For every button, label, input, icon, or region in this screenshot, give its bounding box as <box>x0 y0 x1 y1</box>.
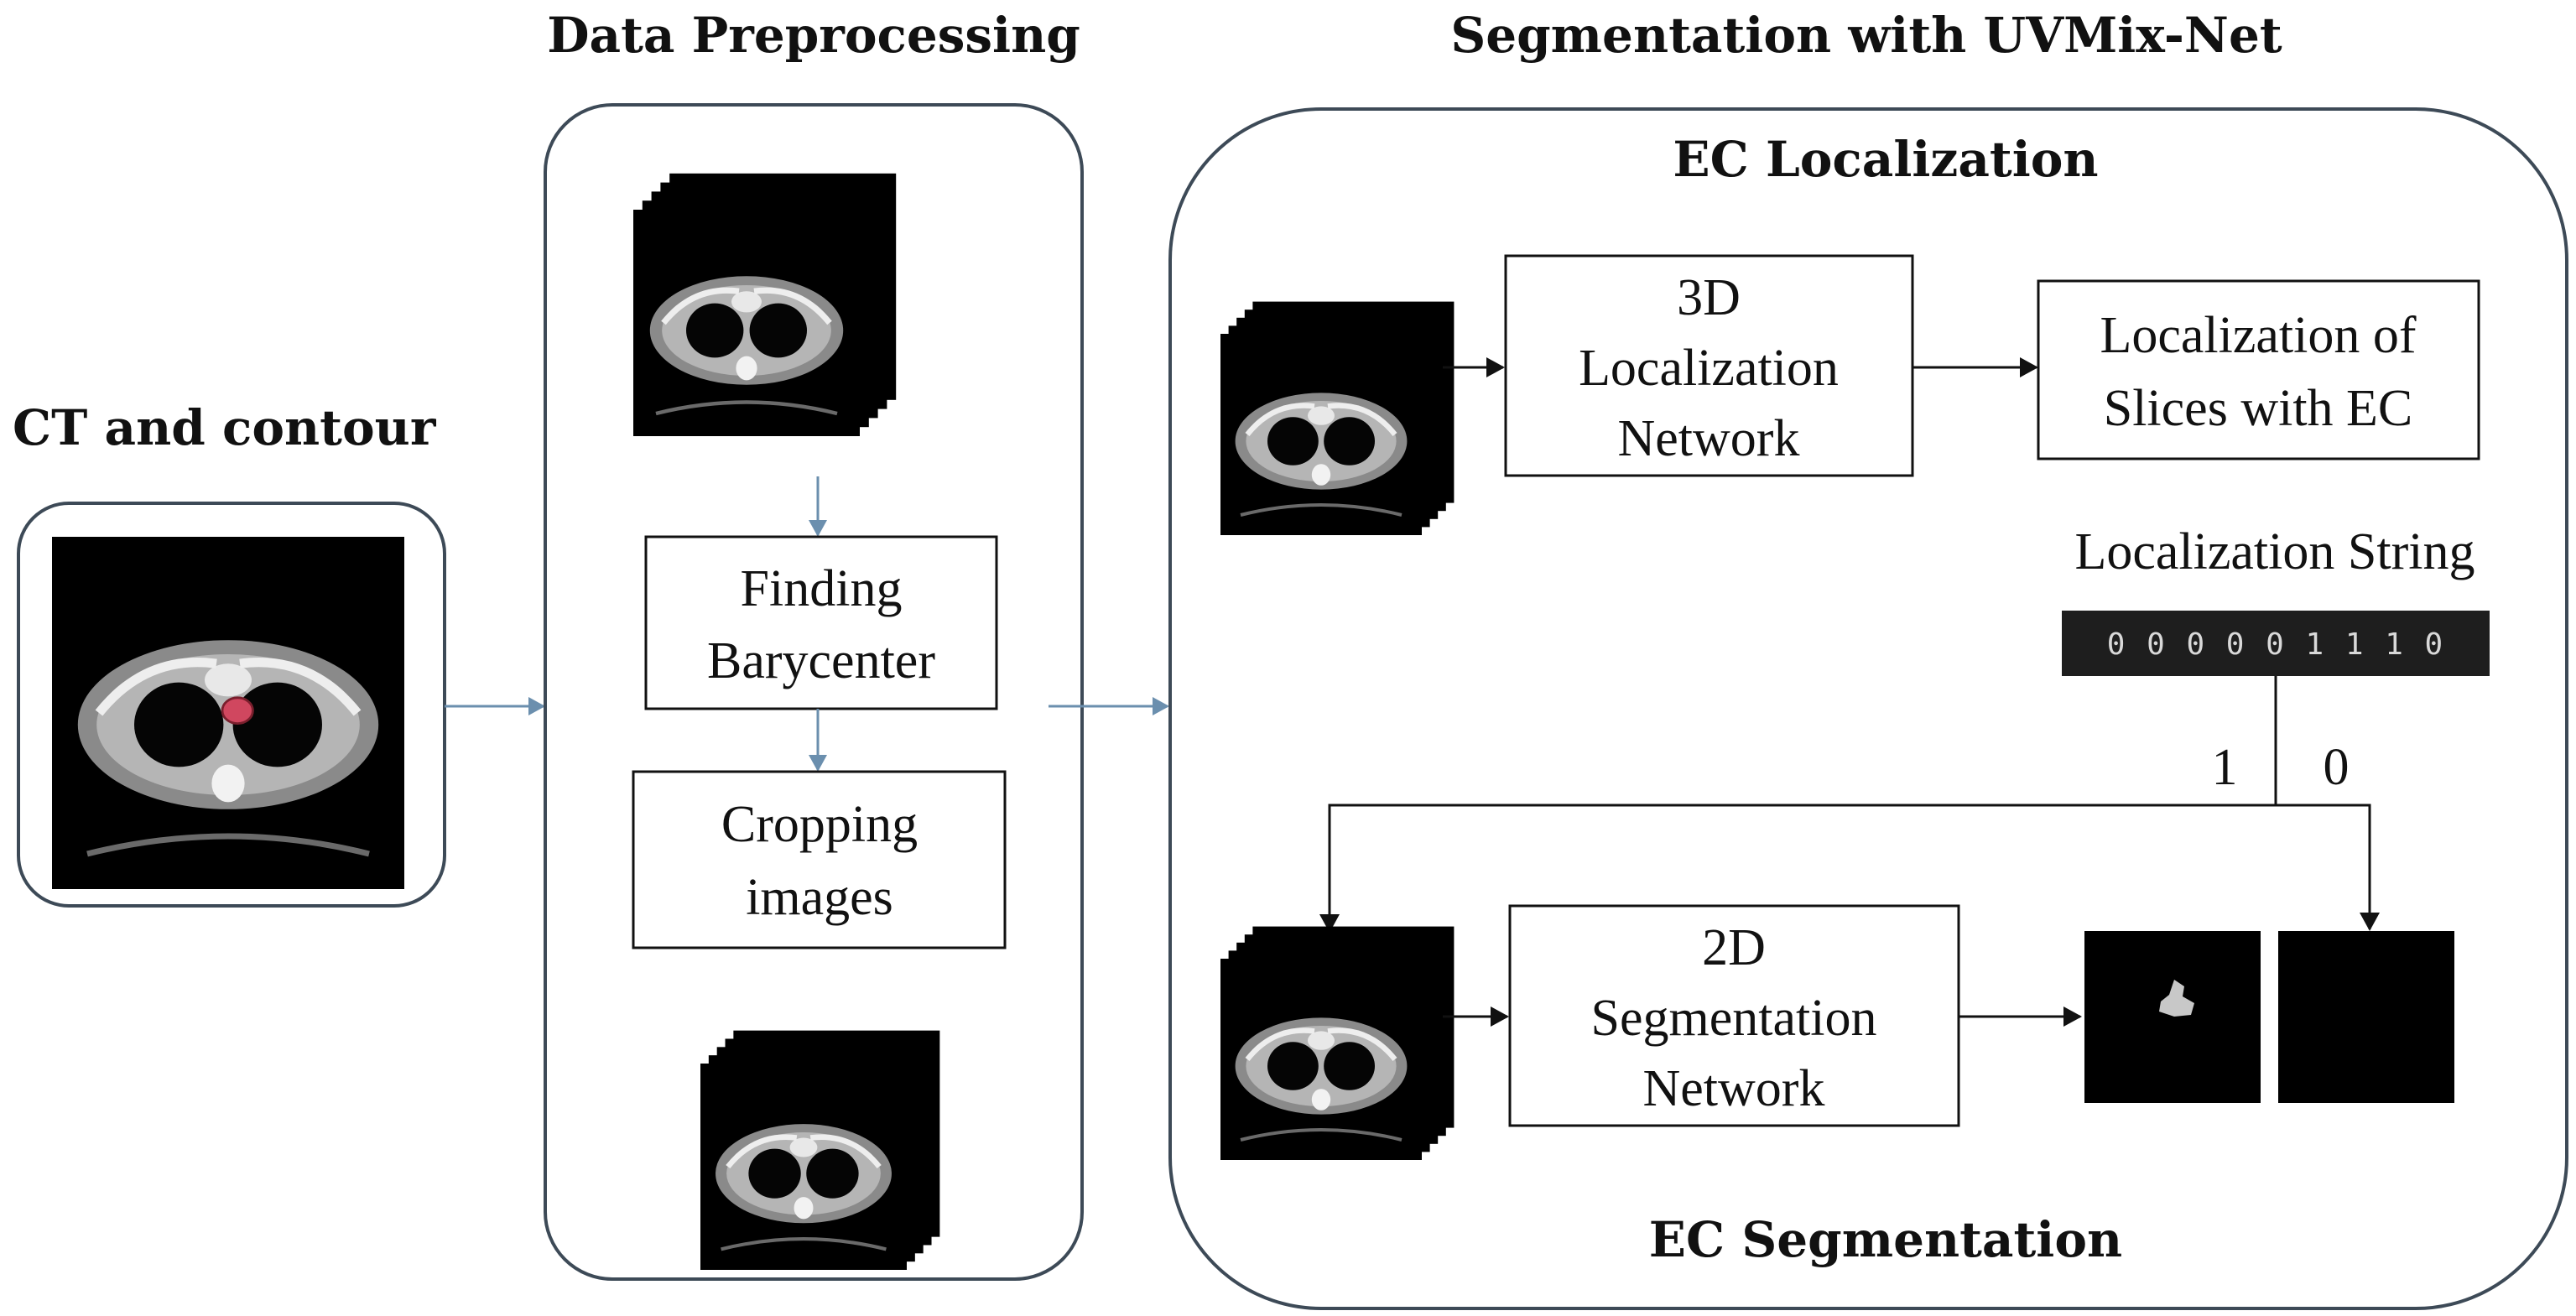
branch-one-path <box>1319 804 2276 933</box>
cropped-ct-stack <box>700 1031 939 1270</box>
loc-result-line2: Slices with EC <box>2104 380 2413 437</box>
ec-segmentation-title: EC Segmentation <box>1649 1211 2122 1268</box>
ec-localization-title: EC Localization <box>1673 131 2098 188</box>
segmentation-section-title: Segmentation with UVMix-Net <box>1450 7 2282 64</box>
ct-panel <box>17 502 446 908</box>
contour-marker <box>221 696 254 725</box>
segmentation-mask-empty <box>2278 931 2454 1103</box>
2d-network-line1: 2D <box>1702 919 1766 976</box>
preprocessing-section-title: Data Preprocessing <box>547 7 1080 64</box>
localization-string-display <box>2062 611 2490 676</box>
cropping-line1: Cropping <box>721 796 918 853</box>
branch-zero-path <box>2276 804 2380 931</box>
3d-localization-network-box <box>1504 254 1914 477</box>
ec-mask-shape <box>2159 980 2194 1017</box>
3d-network-line2: Localization <box>1579 340 1839 397</box>
preprocessing-panel <box>544 103 1084 1281</box>
segmentation-input-stack <box>1220 927 1454 1160</box>
localization-result-box <box>2037 279 2480 460</box>
branch-one-label: 1 <box>2212 739 2238 796</box>
cropping-line2: images <box>746 869 893 926</box>
2d-network-line3: Network <box>1643 1060 1825 1117</box>
2d-segmentation-network-box <box>1508 904 1960 1127</box>
barycenter-line1: Finding <box>741 560 903 617</box>
ct-contour-image <box>52 537 404 889</box>
localization-string-label: Localization String <box>2075 523 2475 580</box>
barycenter-line2: Barycenter <box>707 632 935 689</box>
loc-result-line1: Localization of <box>2100 307 2417 364</box>
3d-network-line3: Network <box>1618 410 1800 467</box>
localization-string-value: 0 0 0 0 0 1 1 1 0 <box>2107 627 2444 662</box>
localization-input-stack <box>1220 302 1454 535</box>
2d-network-line2: Segmentation <box>1591 990 1877 1047</box>
branch-zero-label: 0 <box>2324 739 2350 796</box>
segmentation-panel <box>1168 107 2568 1310</box>
cropping-images-box <box>632 770 1007 949</box>
raw-ct-stack <box>633 174 896 436</box>
finding-barycenter-box <box>644 535 998 710</box>
3d-network-line1: 3D <box>1677 269 1741 326</box>
segmentation-mask-with-ec <box>2084 931 2261 1103</box>
ct-section-title: CT and contour <box>13 399 437 456</box>
